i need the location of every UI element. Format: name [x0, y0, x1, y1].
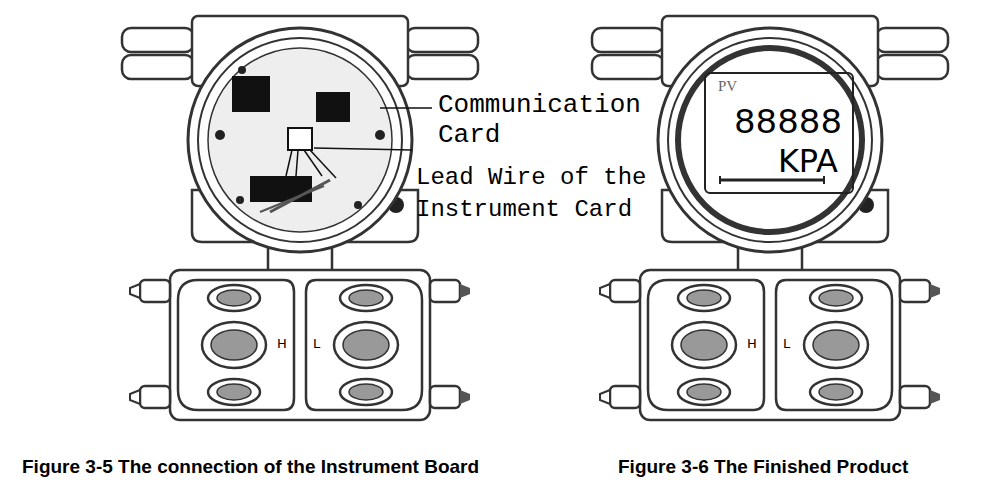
display-tag: PV: [718, 78, 737, 95]
port-label: L: [312, 336, 321, 352]
figure-caption: Figure 3-5 The connection of the Instrum…: [22, 455, 479, 479]
display-digits: 88888: [734, 104, 842, 144]
part-label: Communication Card: [438, 90, 678, 150]
figure-caption: Figure 3-6 The Finished Product: [618, 455, 908, 479]
port-label: H: [746, 336, 758, 352]
display-unit: KPA: [778, 144, 838, 179]
lcd-display: PV 88888KPA: [704, 72, 854, 194]
part-label: Lead Wire of the Instrument Card: [416, 162, 678, 226]
port-label: H: [276, 336, 288, 352]
port-label: L: [782, 336, 791, 352]
